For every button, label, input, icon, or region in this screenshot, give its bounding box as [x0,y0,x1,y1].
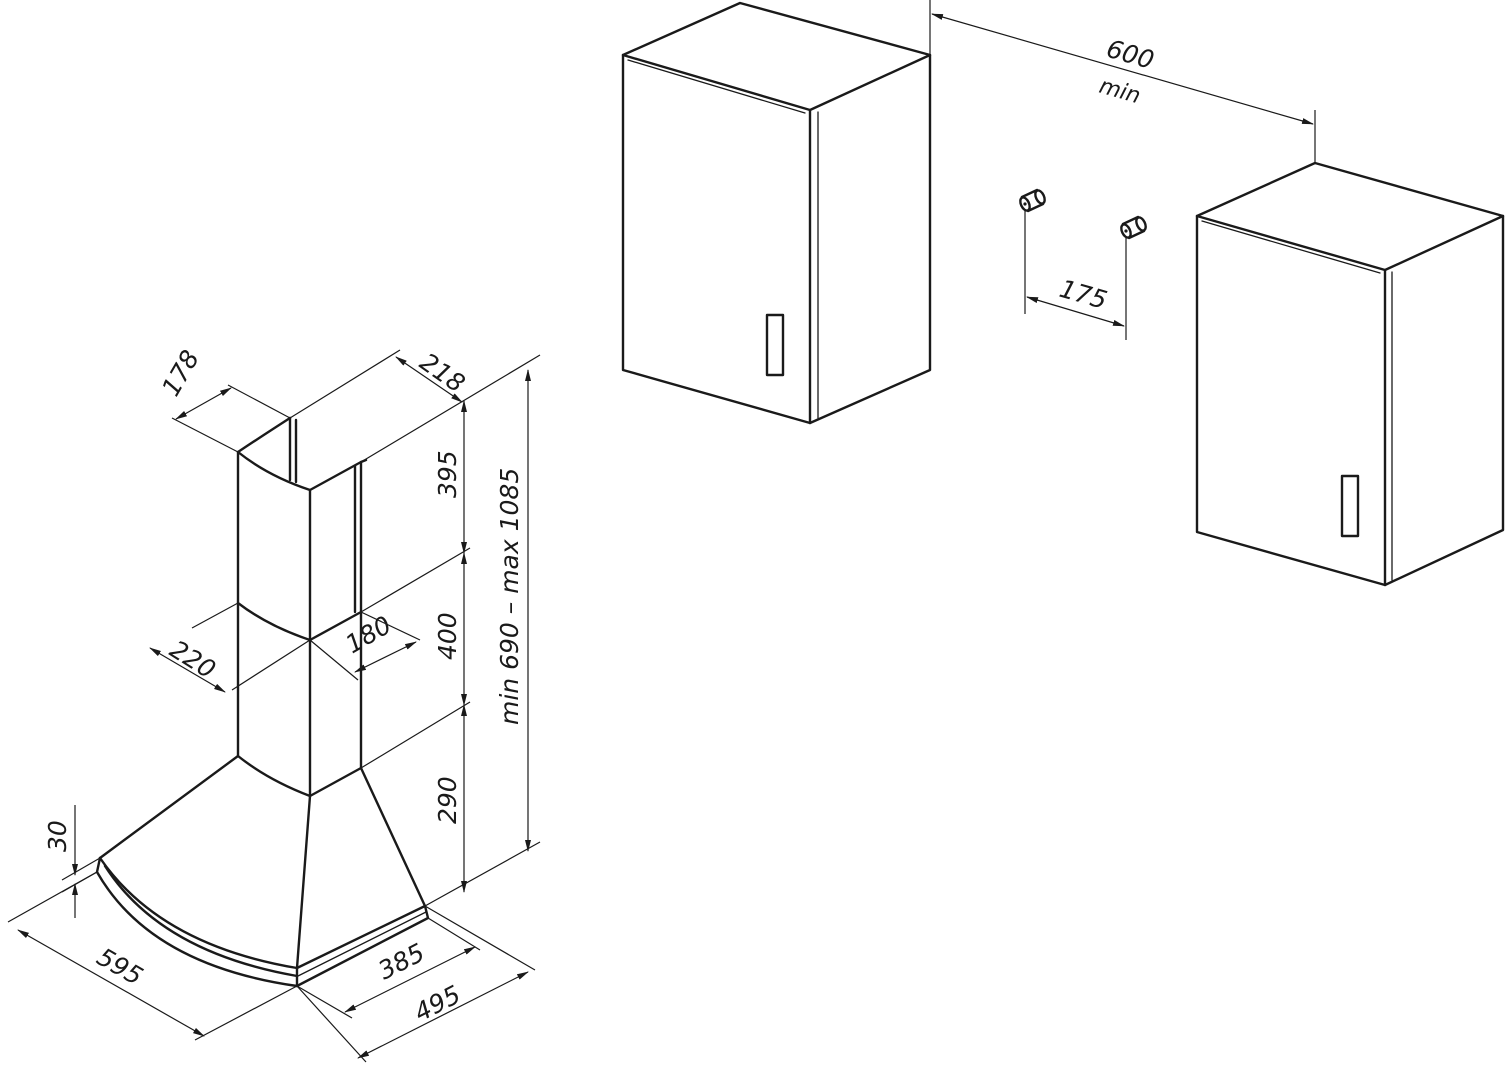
chimney-width-label: 218 [415,347,471,398]
total-height-label: min 690 – max 1085 [495,468,524,725]
hood-dimensions: 178 218 395 400 290 min 690 – max 1085 2… [7,345,541,1063]
rim-height-label: 30 [43,820,72,852]
lower-chimney-height-label: 400 [433,612,462,660]
right-wall-cabinet [1195,161,1505,587]
cabinet-gap-dimension: 600 min [929,0,1316,163]
cabinet-gap-note: min [1096,74,1143,109]
upper-chimney-height-label: 395 [433,450,462,498]
chimney-depth-label: 178 [156,345,205,401]
bracket-pin-left [1019,188,1046,213]
right-cabinet-handle [1340,474,1360,538]
canopy-depth-label: 385 [374,938,430,986]
canopy [98,754,427,970]
wall-brackets: 175 [1019,188,1147,340]
overall-depth-label: 495 [410,980,466,1028]
upper-chimney [236,450,363,642]
left-wall-cabinet [621,1,932,425]
bracket-pin-right [1120,215,1147,240]
left-cabinet-handle [765,313,785,377]
cabinet-gap-label: 600 [1103,34,1157,75]
lower-chimney-width-label: 220 [165,634,221,684]
canopy-width-label: 595 [92,942,148,991]
cooker-hood [95,416,430,988]
canopy-height-label: 290 [433,776,462,824]
